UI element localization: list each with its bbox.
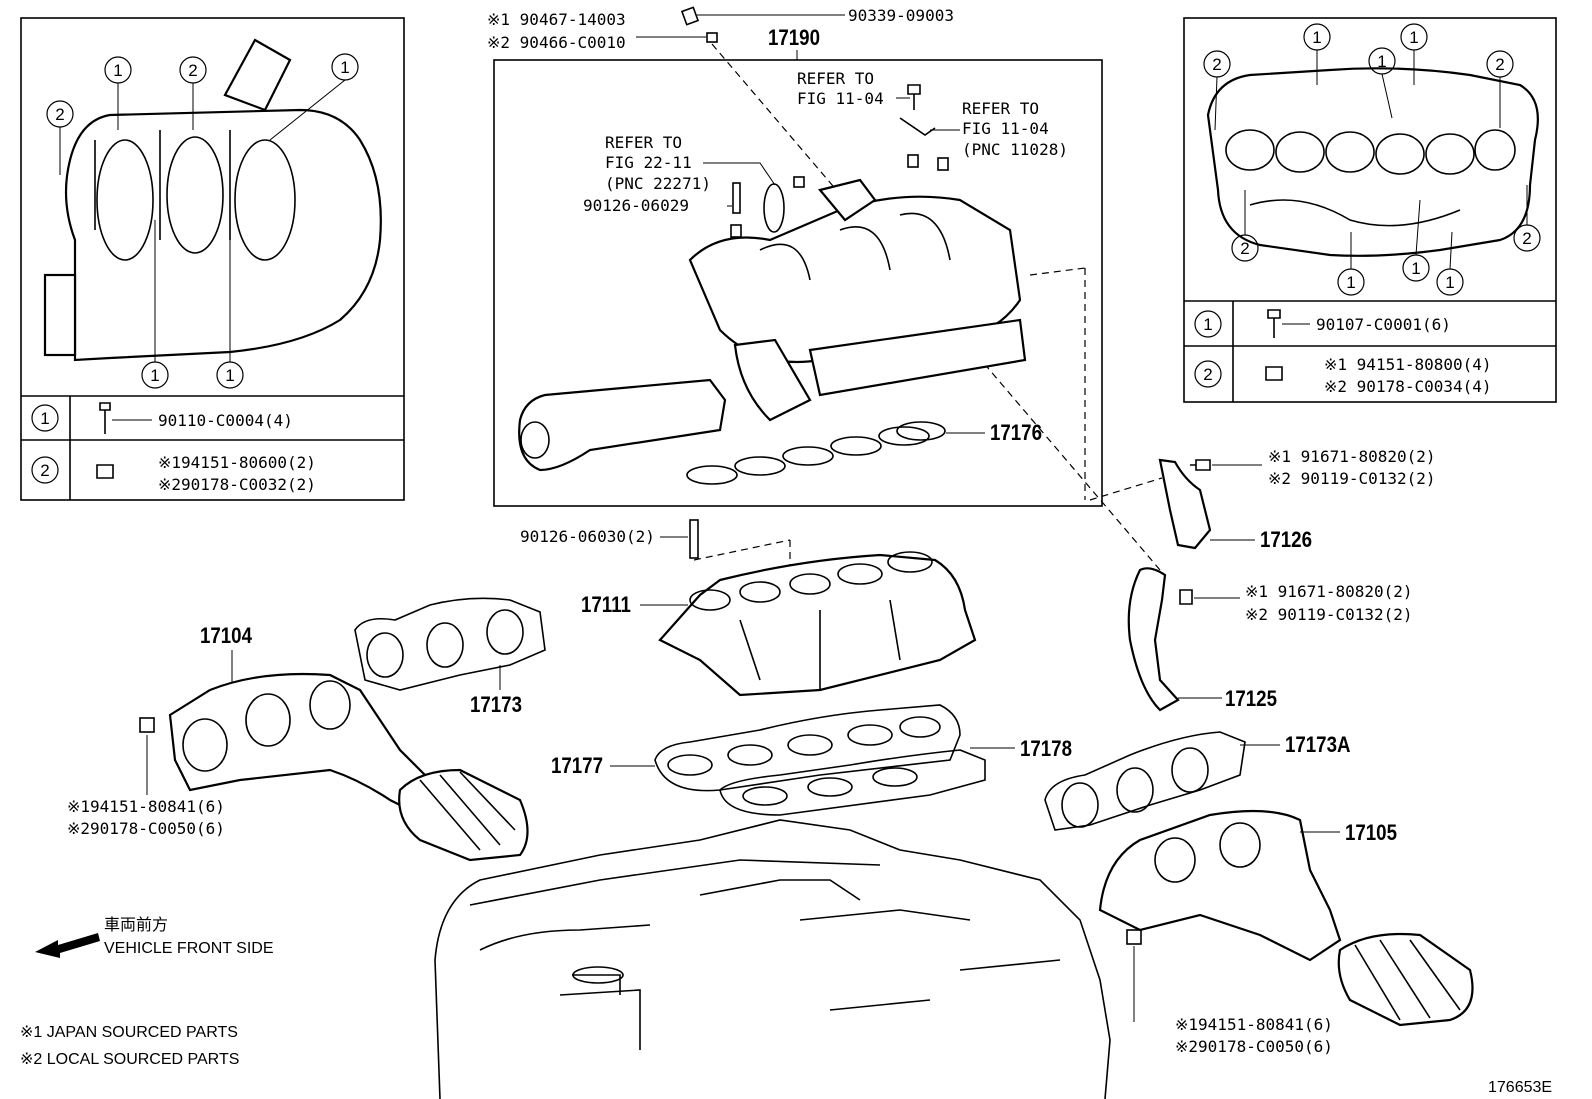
part-90126-06029: 90126-06029 [583, 196, 689, 215]
diagram-id: 176653E [1488, 1079, 1552, 1096]
nut-right-part-b: ※290178-C0050(6) [1175, 1037, 1333, 1056]
marker-1-label: 1 [1411, 259, 1420, 278]
part-17190-label: 17190 [768, 27, 820, 51]
bracket-17126-group: ※1 91671-80820(2) ※2 90119-C0132(2) 1712… [1089, 447, 1436, 553]
marker-1-label: 1 [1377, 52, 1386, 71]
vehicle-front-indicator: 車両前方 VEHICLE FRONT SIDE [35, 916, 274, 958]
part-91671-80820-b: ※1 91671-80820(2) [1245, 582, 1413, 601]
legend-row-2-part-a: ※194151-80600(2) [158, 453, 316, 472]
refer-a-line2: FIG 11-04 [797, 89, 884, 108]
part-17173-label: 17173 [470, 694, 522, 718]
marker-1-label: 1 [1409, 28, 1418, 47]
intake-plenum-17190-drawing [518, 178, 1027, 485]
legend-row-1-part: 90107-C0001(6) [1316, 315, 1451, 334]
nut-left-part-b: ※290178-C0050(6) [67, 819, 225, 838]
bracket-17125-group: ※1 91671-80820(2) ※2 90119-C0132(2) 1712… [1127, 567, 1413, 712]
part-90126-06030: 90126-06030(2) [520, 527, 655, 546]
part-17104-label: 17104 [200, 625, 253, 649]
legend-row-2-number: 2 [1203, 365, 1212, 384]
part-90119-C0132-b: ※2 90119-C0132(2) [1245, 605, 1413, 624]
part-90339-09003: 90339-09003 [848, 6, 954, 25]
part-17177-label: 17177 [551, 755, 603, 779]
nut-right-part-a: ※194151-80841(6) [1175, 1015, 1333, 1034]
marker-2-label: 2 [55, 105, 64, 124]
intake-manifold-17111-group: 90126-06030(2) 17111 [520, 519, 977, 697]
marker-2-label: 2 [1212, 55, 1221, 74]
marker-2-label: 2 [1495, 55, 1504, 74]
refer-b-line1: REFER TO [962, 99, 1039, 118]
part-90119-C0132-a: ※2 90119-C0132(2) [1268, 469, 1436, 488]
right-inset-markers: 2 1 1 1 2 2 1 1 1 2 [1203, 23, 1541, 296]
note-japan-sourced: ※1 JAPAN SOURCED PARTS [20, 1024, 238, 1041]
part-90467-14003: ※1 90467-14003 [487, 10, 626, 29]
marker-1-label: 1 [1445, 273, 1454, 292]
part-17173A-label: 17173A [1285, 734, 1351, 758]
left-inset-box: 1 2 1 2 1 1 1 90110-C0004(4) 2 ※194151-8… [20, 17, 405, 501]
nut-left-part-a: ※194151-80841(6) [67, 797, 225, 816]
part-17111-label: 17111 [581, 594, 631, 618]
refer-c-line2: FIG 22-11 [605, 153, 692, 172]
refer-b-line2: FIG 11-04 [962, 119, 1049, 138]
engine-block-drawing [434, 819, 1111, 1099]
legend-row-2-part-b: ※290178-C0032(2) [158, 475, 316, 494]
center-box-17190: 17190 REFER TO FIG 11-04 REFER TO FIG 11… [493, 27, 1103, 507]
marker-1-label: 1 [1346, 273, 1355, 292]
marker-2-label: 2 [1522, 229, 1531, 248]
part-91671-80820-a: ※1 91671-80820(2) [1268, 447, 1436, 466]
part-17178-label: 17178 [1020, 738, 1072, 762]
note-local-sourced: ※2 LOCAL SOURCED PARTS [20, 1051, 239, 1068]
marker-2-label: 2 [188, 61, 197, 80]
part-90466-C0010: ※2 90466-C0010 [487, 33, 626, 52]
legend-row-2-part-a: ※1 94151-80800(4) [1324, 355, 1492, 374]
right-inset-box: 2 1 1 1 2 2 1 1 1 2 1 90107-C0001(6) 2 ※… [1183, 17, 1557, 403]
part-17126-label: 17126 [1260, 529, 1312, 553]
legend-row-1-number: 1 [40, 409, 49, 428]
left-inset-legend: 1 90110-C0004(4) 2 ※194151-80600(2) ※290… [31, 402, 316, 494]
marker-1-label: 1 [1312, 28, 1321, 47]
left-inset-markers: 1 2 1 2 1 1 [46, 53, 359, 389]
vehicle-front-label-en: VEHICLE FRONT SIDE [104, 940, 274, 957]
marker-1-label: 1 [225, 366, 234, 385]
right-inset-manifold-drawing [1206, 67, 1539, 257]
marker-1-label: 1 [340, 58, 349, 77]
refer-a-line1: REFER TO [797, 69, 874, 88]
refer-b-line3: (PNC 11028) [962, 140, 1068, 159]
refer-c-line1: REFER TO [605, 133, 682, 152]
legend-row-2-number: 2 [40, 461, 49, 480]
part-17125-label: 17125 [1225, 688, 1277, 712]
front-arrow-icon [35, 933, 100, 958]
gaskets-17177-17178-group: 17177 17178 [551, 704, 1072, 816]
right-inset-legend: 1 90107-C0001(6) 2 ※1 94151-80800(4) ※2 … [1194, 309, 1492, 396]
left-inset-manifold-drawing [43, 38, 382, 362]
marker-1-label: 1 [113, 61, 122, 80]
exhaust-manifold-17105-group: 17173A 17105 ※194151-80841(6) ※290178-C0… [1044, 731, 1474, 1056]
refer-c-line3: (PNC 22271) [605, 174, 711, 193]
marker-2-label: 2 [1240, 239, 1249, 258]
legend-row-2-part-b: ※2 90178-C0034(4) [1324, 377, 1492, 396]
exhaust-manifold-17104-group: 17104 17173 ※194151-80841(6) ※290178-C00… [67, 597, 546, 862]
marker-1-label: 1 [150, 366, 159, 385]
part-17105-label: 17105 [1345, 822, 1397, 846]
vehicle-front-label-jp: 車両前方 [104, 916, 168, 934]
part-17176-label: 17176 [990, 422, 1042, 446]
top-small-parts: ※1 90467-14003 ※2 90466-C0010 90339-0900… [487, 6, 1161, 571]
legend-row-1-part: 90110-C0004(4) [158, 411, 293, 430]
legend-row-1-number: 1 [1203, 315, 1212, 334]
